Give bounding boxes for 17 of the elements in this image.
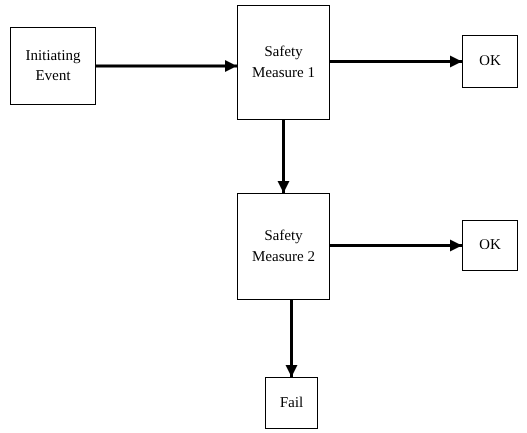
arrow — [96, 60, 237, 72]
box-label: OK — [478, 52, 502, 72]
arrow — [330, 56, 462, 68]
box-label: Safety Measure 1 — [251, 43, 316, 82]
box-label: Fail — [278, 394, 304, 413]
process-box — [462, 220, 518, 271]
process-box — [237, 5, 330, 120]
process-box — [265, 377, 318, 429]
arrow — [278, 120, 290, 193]
box-label: OK — [478, 236, 502, 256]
box-label: Safety Measure 2 — [251, 227, 316, 266]
arrow — [286, 300, 298, 377]
process-box — [10, 27, 96, 105]
arrow — [330, 240, 462, 252]
box-label: Initiating Event — [24, 46, 82, 86]
process-box — [462, 35, 518, 88]
process-box — [237, 193, 330, 300]
